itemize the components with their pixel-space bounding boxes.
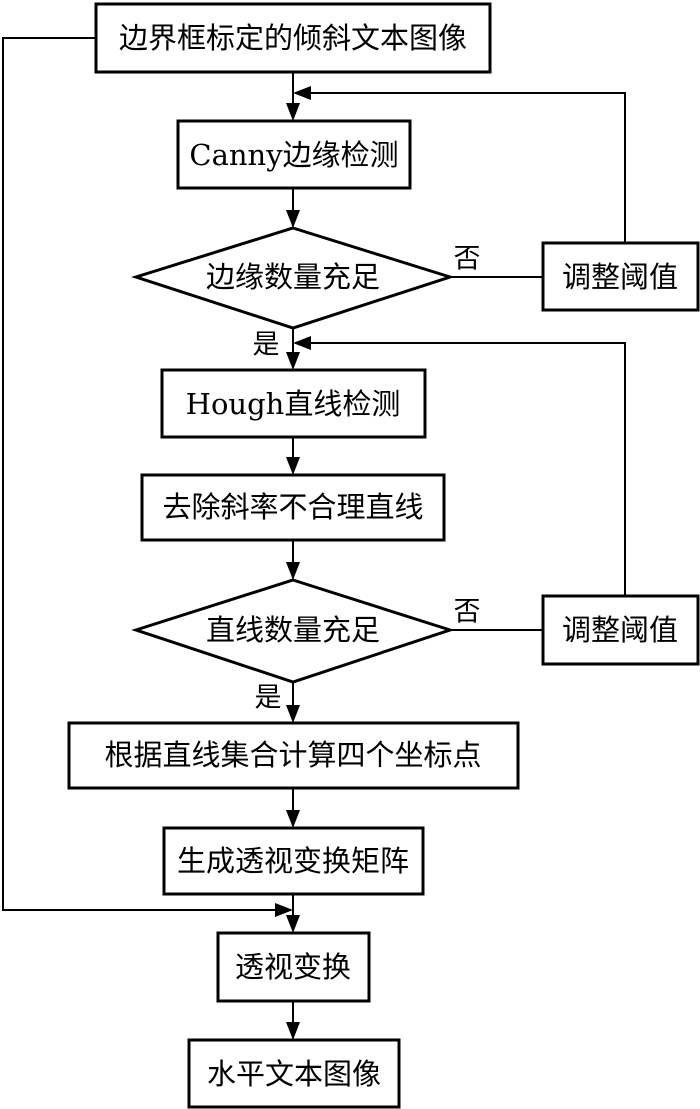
no-label-edge: 否 — [454, 244, 481, 275]
hough-detection-label: Hough直线检测 — [186, 387, 401, 421]
input-image-label: 边界框标定的倾斜文本图像 — [119, 21, 467, 55]
connectors — [2, 37, 626, 1029]
generate-matrix-box: 生成透视变换矩阵 — [162, 826, 425, 896]
canny-detection-box: Canny边缘检测 — [176, 119, 412, 190]
arrowhead-down — [286, 352, 300, 370]
compute-corners-label: 根据直线集合计算四个坐标点 — [104, 738, 481, 772]
yes-label-line: 是 — [255, 683, 282, 714]
arrowhead-down — [286, 457, 300, 475]
arrowhead-left — [293, 336, 311, 350]
compute-corners-box: 根据直线集合计算四个坐标点 — [67, 721, 520, 790]
arrowhead-down — [286, 1022, 300, 1040]
arrowhead-down — [286, 705, 300, 723]
adjust-threshold-box-2: 调整阈值 — [541, 594, 700, 666]
arrowhead-down — [286, 103, 300, 121]
line-decision-label: 直线数量充足 — [206, 613, 380, 647]
remove-lines-box: 去除斜率不合理直线 — [140, 473, 446, 542]
input-image-box: 边界框标定的倾斜文本图像 — [94, 2, 492, 74]
generate-matrix-label: 生成透视变换矩阵 — [177, 844, 409, 878]
arrowhead-down — [286, 810, 300, 828]
connector-adjust1-feedback — [306, 92, 626, 243]
edge-decision-diamond: 边缘数量充足 — [131, 226, 455, 330]
adjust-threshold-label-2: 调整阈值 — [562, 613, 678, 647]
arrowhead-down — [286, 562, 300, 580]
adjust-threshold-box-1: 调整阈值 — [541, 241, 700, 312]
canny-detection-label: Canny边缘检测 — [189, 138, 398, 172]
perspective-transform-label: 透视变换 — [235, 950, 351, 984]
arrowhead-right — [275, 903, 293, 917]
arrowhead-left — [293, 86, 311, 100]
output-image-label: 水平文本图像 — [207, 1057, 381, 1091]
adjust-threshold-label-1: 调整阈值 — [562, 260, 678, 294]
arrowhead-down — [286, 210, 300, 228]
yes-label-edge: 是 — [253, 330, 280, 361]
output-image-box: 水平文本图像 — [187, 1038, 401, 1109]
arrowhead-down — [286, 915, 300, 933]
edge-decision-label: 边缘数量充足 — [206, 260, 380, 294]
remove-lines-label: 去除斜率不合理直线 — [162, 490, 423, 524]
connector-adjust2-feedback — [306, 342, 626, 596]
line-decision-diamond: 直线数量充足 — [131, 578, 455, 684]
connector-input-bypass — [2, 37, 280, 911]
hough-detection-box: Hough直线检测 — [160, 368, 427, 439]
perspective-transform-box: 透视变换 — [216, 931, 371, 1003]
arrowheads — [275, 86, 311, 1040]
no-label-line: 否 — [454, 597, 481, 628]
